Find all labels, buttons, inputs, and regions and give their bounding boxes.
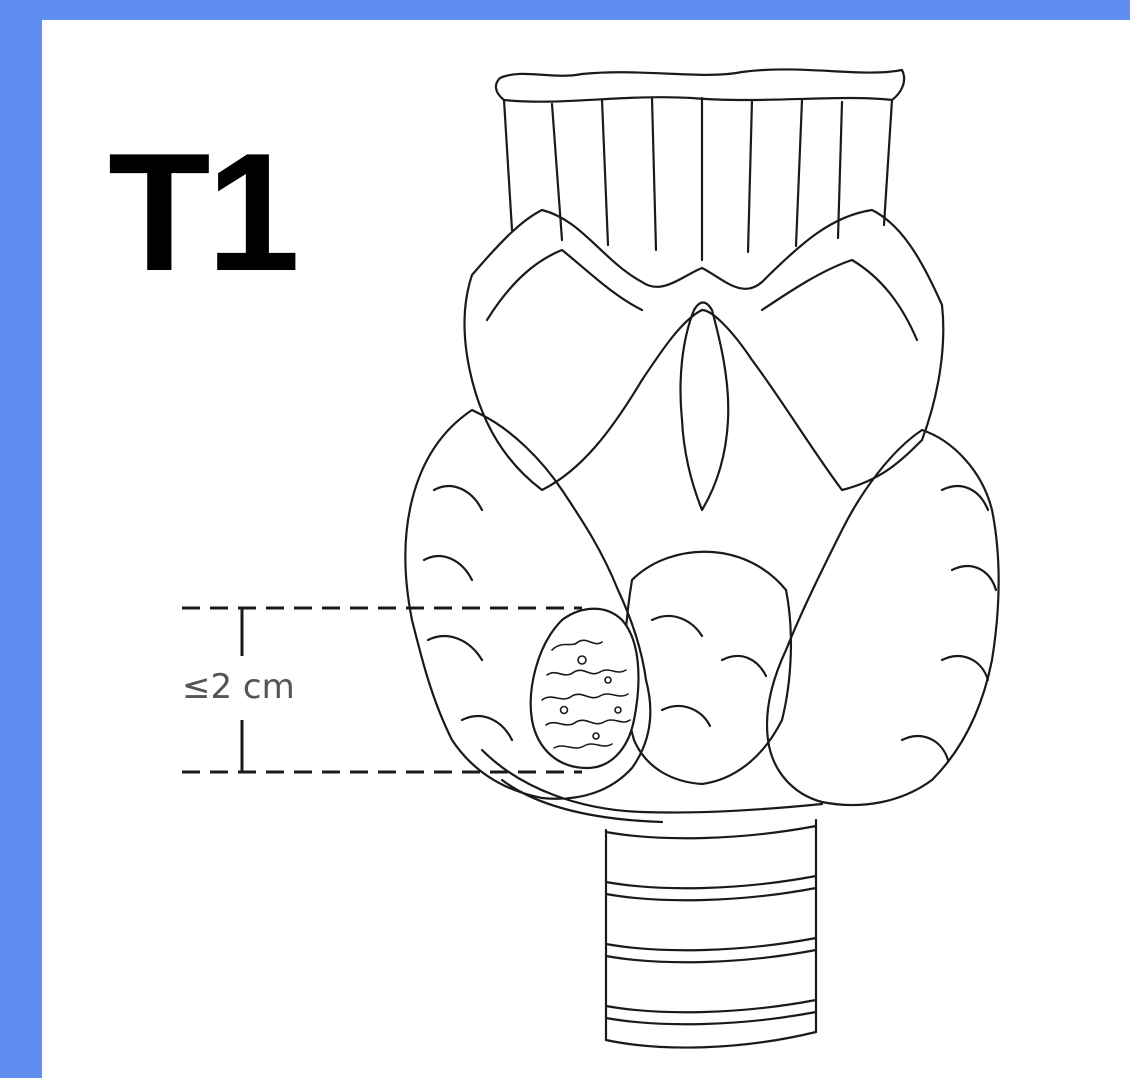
trachea: [606, 820, 816, 1048]
tumor-nodule: [531, 609, 639, 768]
thyroid-isthmus: [625, 552, 791, 784]
thyroid-cartilage: [465, 210, 944, 490]
thyroid-larynx-illustration: [42, 20, 1130, 1078]
hyoid-rim: [496, 69, 904, 101]
thyrohyoid-membrane: [504, 98, 892, 260]
slide-panel: T1: [42, 20, 1130, 1078]
size-threshold-label: ≤2 cm: [182, 670, 295, 704]
pyramidal-lobe: [681, 303, 729, 511]
